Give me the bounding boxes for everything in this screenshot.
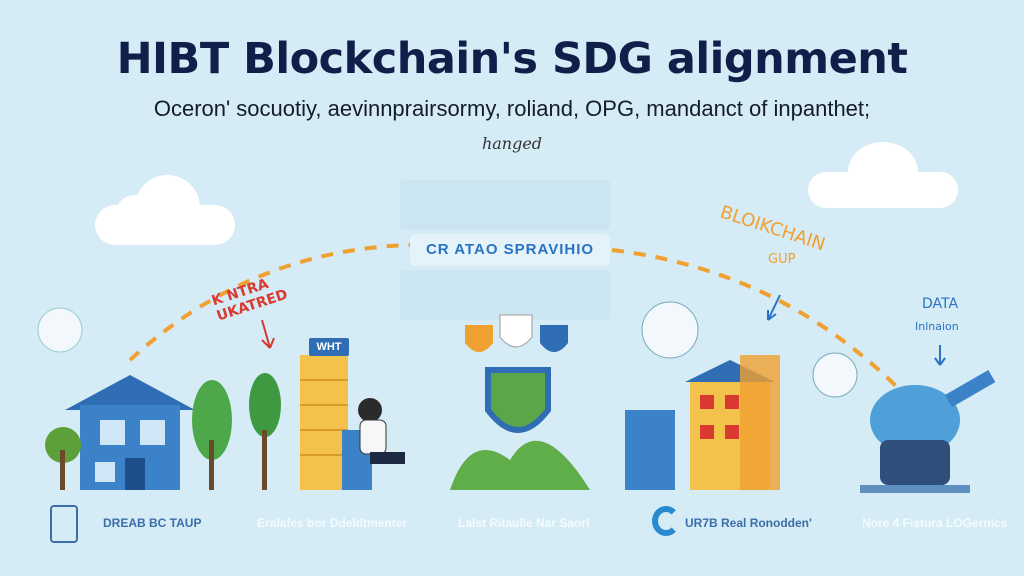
subtitle-secondary: hanged: [481, 134, 543, 153]
building-sign: WHT: [309, 338, 349, 356]
annotation-data-sub: Inlnaion: [915, 320, 959, 333]
footer-label-2: Eralafes bor Ddeldtmenter: [257, 516, 408, 530]
tower-illustration: [300, 355, 405, 490]
robot-illustration: [860, 369, 996, 493]
footer-logo-1-icon: [50, 505, 78, 543]
page-title: HIBT Blockchain's SDG alignment: [116, 34, 908, 84]
red-arrow-icon: [261, 319, 275, 349]
center-banner: CR ATAO SPRAVIHIO: [410, 234, 610, 266]
cloud-left: [95, 175, 235, 245]
house-illustration: [37, 307, 281, 490]
shields-illustration: [450, 314, 590, 490]
footer-label-1: DREAB BC TAUP: [103, 516, 202, 530]
subtitle: Oceron' socuotiy, aevinnprairsormy, roli…: [153, 96, 871, 121]
footer-label-5: Nore 4 Fistura LOGernics: [862, 516, 1008, 530]
cloud-right: [808, 142, 958, 208]
annotation-gup: GUP: [768, 252, 796, 267]
annotation-data: DATA: [922, 296, 959, 312]
footer-label-4: UR7B Real Ronodden': [685, 516, 812, 530]
footer-label-3: Lalst Ritaulle Nar Saorl: [458, 516, 590, 530]
blue-arrow-icon: [767, 294, 781, 321]
buildings-illustration: [625, 301, 858, 490]
icon-grid: [400, 180, 610, 320]
footer-logo-4-icon: [652, 506, 680, 536]
